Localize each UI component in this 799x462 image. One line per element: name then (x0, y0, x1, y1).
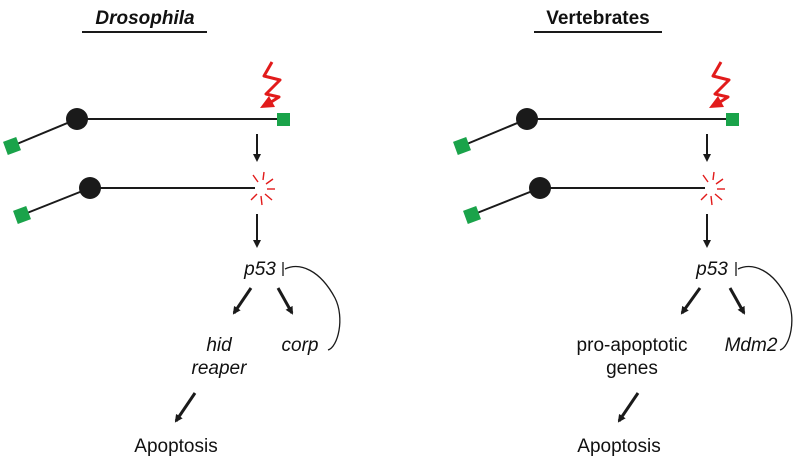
arrow-p53-to-targets (680, 287, 702, 315)
panel-title: Drosophila (95, 8, 195, 29)
arrow-p53-to-targets (232, 287, 253, 315)
intact-chromosome (453, 108, 739, 155)
target-corp: corp (282, 335, 319, 356)
green-square-icon (13, 206, 31, 224)
inhibition-loop (735, 262, 793, 351)
arrow-p53-to-corp (276, 287, 294, 315)
outcome-apoptosis: Apoptosis (577, 436, 660, 457)
black-circle-icon (66, 108, 88, 130)
chromosome-short-arm (11, 118, 78, 147)
outcome-apoptosis: Apoptosis (134, 436, 217, 457)
chromosome-short-arm (461, 118, 528, 147)
panel-vertebrates: Vertebrates (453, 8, 793, 457)
black-circle-icon (529, 177, 551, 199)
p53-label: p53 (243, 259, 276, 280)
black-circle-icon (516, 108, 538, 130)
target-hid: hid (206, 335, 233, 356)
panel-title: Vertebrates (546, 8, 650, 29)
target-mdm2: Mdm2 (725, 335, 778, 356)
p53-label: p53 (695, 259, 728, 280)
lightning-bolt-icon (260, 61, 282, 108)
lightning-bolt-icon (709, 61, 731, 108)
broken-chromosome (13, 171, 275, 224)
green-square-icon (277, 113, 290, 126)
arrow-to-apoptosis (174, 392, 197, 423)
burst-lines-icon (250, 171, 275, 206)
green-square-icon (726, 113, 739, 126)
burst-lines-icon (700, 171, 725, 206)
green-square-icon (3, 137, 21, 155)
arrow-to-apoptosis (617, 392, 640, 423)
green-square-icon (453, 137, 471, 155)
target-reaper: reaper (192, 358, 248, 379)
intact-chromosome (3, 108, 290, 155)
panel-drosophila: Drosophila (3, 8, 341, 457)
broken-chromosome (463, 171, 725, 224)
black-circle-icon (79, 177, 101, 199)
green-square-icon (463, 206, 481, 224)
target-genes: genes (606, 358, 658, 379)
chromosome-short-arm (21, 187, 91, 216)
inhibition-loop (282, 262, 341, 351)
target-pro-apoptotic: pro-apoptotic (577, 335, 688, 356)
chromosome-short-arm (471, 187, 541, 216)
arrow-p53-to-mdm2 (728, 287, 746, 315)
